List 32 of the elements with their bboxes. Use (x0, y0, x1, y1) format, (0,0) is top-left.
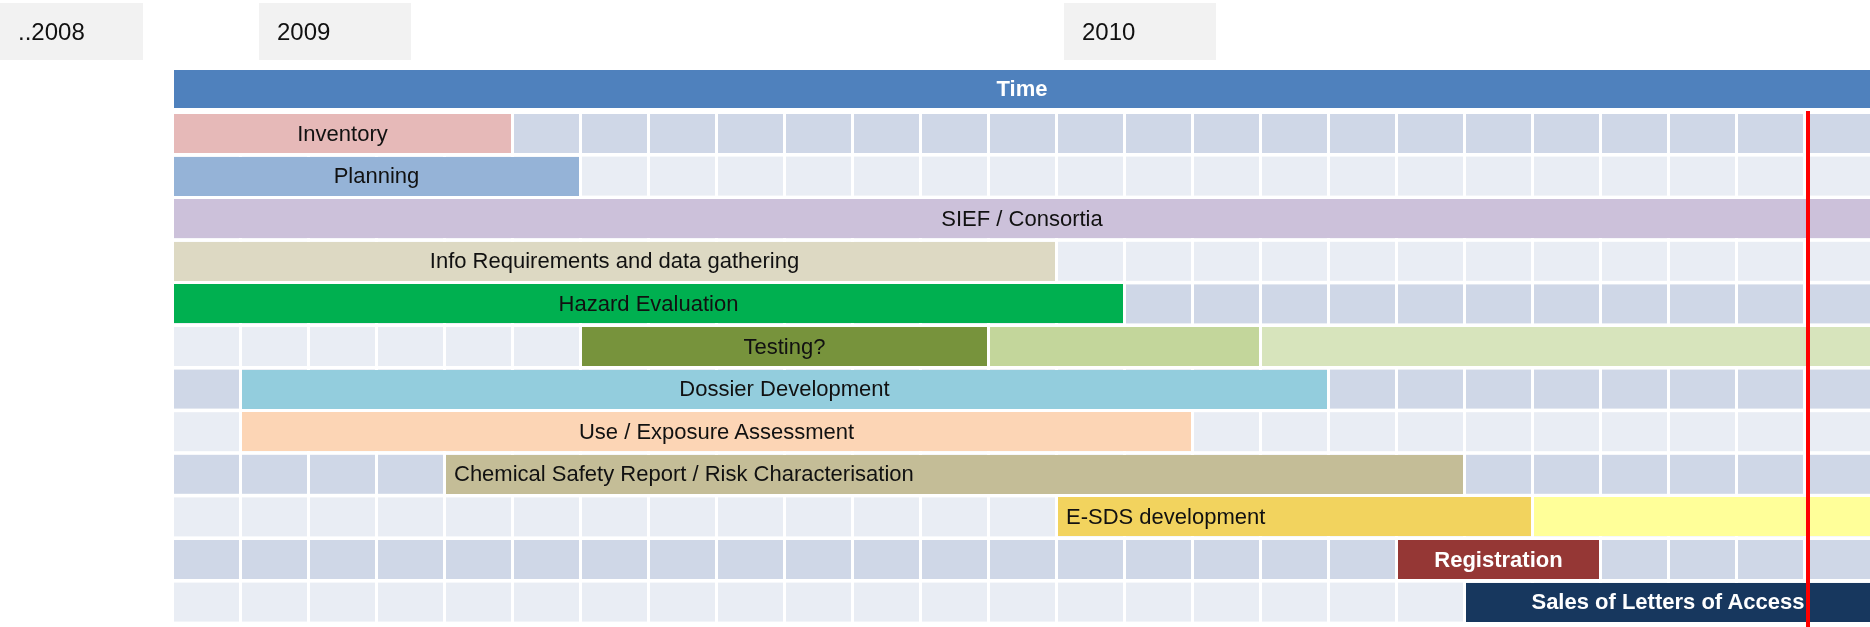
task-label: Sales of Letters of Access (1531, 589, 1805, 616)
task-bar (582, 327, 987, 366)
task-label: Use / Exposure Assessment (578, 418, 855, 445)
task-bar (174, 199, 1870, 239)
task-bar (446, 454, 1463, 494)
axis-title: Time (996, 76, 1048, 102)
task-bar (242, 412, 1191, 452)
task-bar (174, 241, 1055, 281)
task-label: Testing? (743, 333, 826, 360)
year-label: 2010 (1082, 17, 1136, 46)
task-bar (174, 114, 511, 153)
task-bar-extension (990, 327, 1259, 366)
task-bar (1466, 582, 1870, 622)
task-label: E-SDS development (1066, 503, 1266, 530)
task-bar (174, 284, 1123, 324)
year-label: 2009 (277, 17, 331, 46)
task-label: Dossier Development (679, 376, 890, 403)
task-bar (174, 156, 579, 196)
task-bar (1398, 540, 1599, 579)
task-label: SIEF / Consortia (941, 205, 1103, 232)
task-bar (1058, 497, 1531, 537)
task-bar (242, 369, 1327, 409)
time-axis-bar (174, 70, 1870, 108)
task-bar-extension (1262, 327, 1870, 366)
task-label: Info Requirements and data gathering (429, 248, 800, 275)
task-label: Chemical Safety Report / Risk Characterisation (454, 461, 914, 488)
year-label: ..2008 (18, 17, 85, 46)
task-label: Planning (333, 163, 420, 190)
task-label: Registration (1434, 546, 1563, 573)
task-bar-extension (1534, 497, 1870, 537)
task-label: Inventory (297, 120, 388, 147)
task-label: Hazard Evaluation (558, 290, 739, 317)
